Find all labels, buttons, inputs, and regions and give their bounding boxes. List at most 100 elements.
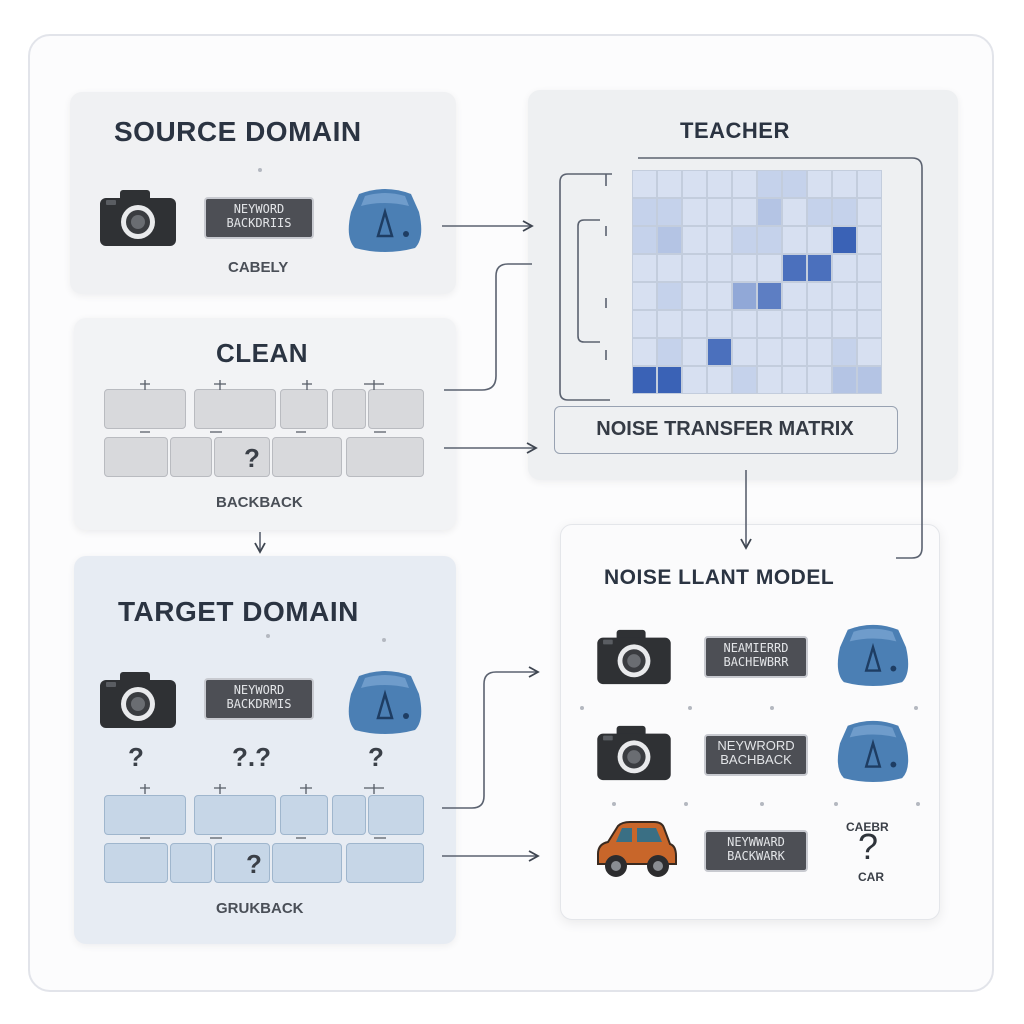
car-label-top: CAEBR [846, 820, 889, 834]
uncertainty-mark: ? [128, 742, 144, 772]
matrix-cell [782, 254, 807, 282]
matrix-cell [657, 310, 682, 338]
matrix-cell [707, 310, 732, 338]
token-segment [332, 795, 366, 835]
matrix-cell [707, 226, 732, 254]
camera-icon [594, 628, 674, 691]
matrix-cell [682, 170, 707, 198]
matrix-cell [757, 170, 782, 198]
uncertainty-mark: ? [368, 742, 384, 772]
noise-transfer-matrix [632, 170, 882, 396]
noise-model-title: NOISE LLANT MODEL [604, 566, 835, 589]
camera-icon [98, 670, 178, 735]
uncertainty-mark: ?.? [232, 742, 271, 772]
source-caption: CABELY [228, 259, 289, 276]
matrix-cell [657, 226, 682, 254]
matrix-cell [682, 310, 707, 338]
matrix-cell [757, 254, 782, 282]
target-domain-title: TARGET DOMAIN [118, 596, 359, 627]
matrix-cell [832, 198, 857, 226]
matrix-cell [857, 254, 882, 282]
matrix-cell [632, 226, 657, 254]
token-segment [104, 795, 186, 835]
source-domain-title: SOURCE DOMAIN [114, 116, 362, 147]
uncertainty-mark: ? [244, 443, 260, 473]
matrix-cell [782, 226, 807, 254]
matrix-cell [657, 254, 682, 282]
jar-icon [834, 622, 912, 693]
matrix-cell [807, 170, 832, 198]
token-segment [104, 437, 168, 477]
matrix-cell [782, 310, 807, 338]
matrix-cell [782, 170, 807, 198]
matrix-cell [732, 310, 757, 338]
matrix-cell [832, 366, 857, 394]
car-label-bottom: CAR [858, 870, 884, 884]
matrix-cell [632, 198, 657, 226]
matrix-cell [857, 338, 882, 366]
matrix-cell [682, 198, 707, 226]
matrix-cell [807, 366, 832, 394]
arrow-icon [444, 263, 532, 391]
matrix-cell [807, 282, 832, 310]
matrix-cell [782, 198, 807, 226]
matrix-cell [707, 170, 732, 198]
matrix-cell [632, 282, 657, 310]
target-caption: GRUKBACK [216, 900, 304, 917]
matrix-cell [757, 310, 782, 338]
matrix-cell [782, 338, 807, 366]
matrix-cell [682, 282, 707, 310]
matrix-cell [657, 198, 682, 226]
jar-icon [345, 668, 425, 741]
matrix-cell [782, 366, 807, 394]
token-segment [346, 437, 424, 477]
token-segment [214, 437, 270, 477]
matrix-cell [832, 226, 857, 254]
matrix-cell [757, 366, 782, 394]
matrix-cell [857, 366, 882, 394]
matrix-cell [707, 366, 732, 394]
car-icon [592, 818, 680, 887]
matrix-cell [832, 254, 857, 282]
dot [266, 634, 270, 638]
token-segment [280, 795, 328, 835]
token-segment [170, 843, 212, 883]
matrix-cell [732, 226, 757, 254]
matrix-cell [682, 366, 707, 394]
matrix-cell [682, 226, 707, 254]
matrix-cell [732, 338, 757, 366]
matrix-cell [632, 366, 657, 394]
matrix-cell [657, 170, 682, 198]
dot [258, 168, 262, 172]
dot [688, 706, 692, 710]
matrix-cell [832, 282, 857, 310]
token-segment [194, 389, 276, 429]
matrix-cell [832, 338, 857, 366]
dot [382, 638, 386, 642]
token-segment [272, 843, 342, 883]
matrix-cell [707, 198, 732, 226]
matrix-cell [807, 310, 832, 338]
matrix-cell [732, 282, 757, 310]
matrix-cell [757, 338, 782, 366]
matrix-cell [632, 254, 657, 282]
matrix-cell [682, 338, 707, 366]
matrix-cell [732, 366, 757, 394]
matrix-cell [807, 338, 832, 366]
camera-icon [594, 724, 674, 787]
token-segment [170, 437, 212, 477]
matrix-cell [682, 254, 707, 282]
matrix-cell [732, 254, 757, 282]
matrix-cell [857, 310, 882, 338]
matrix-cell [657, 338, 682, 366]
matrix-cell [657, 366, 682, 394]
clean-title: CLEAN [216, 338, 309, 368]
uncertainty-mark: ? [246, 849, 262, 879]
matrix-cell [732, 198, 757, 226]
jar-icon [834, 718, 912, 789]
dot [834, 802, 838, 806]
